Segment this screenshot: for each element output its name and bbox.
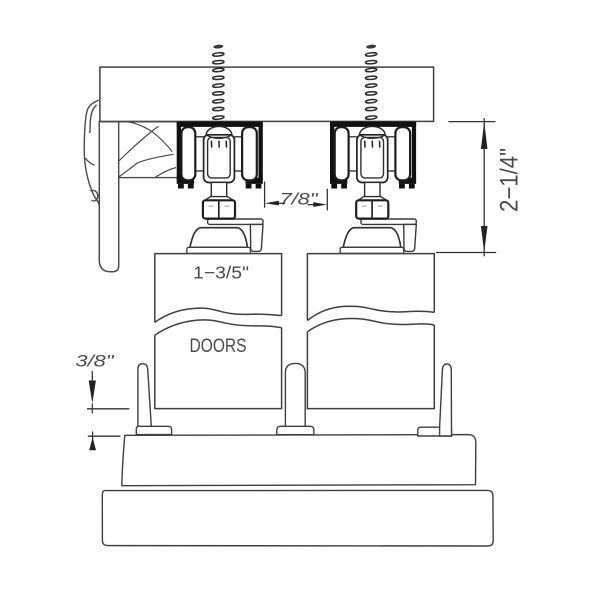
svg-text:2−1/4": 2−1/4" — [496, 148, 524, 212]
svg-text:1−3/5": 1−3/5" — [193, 263, 249, 283]
svg-text:DOORS: DOORS — [190, 335, 247, 357]
svg-text:7/8": 7/8" — [280, 190, 319, 209]
svg-text:3/8": 3/8" — [76, 352, 115, 371]
